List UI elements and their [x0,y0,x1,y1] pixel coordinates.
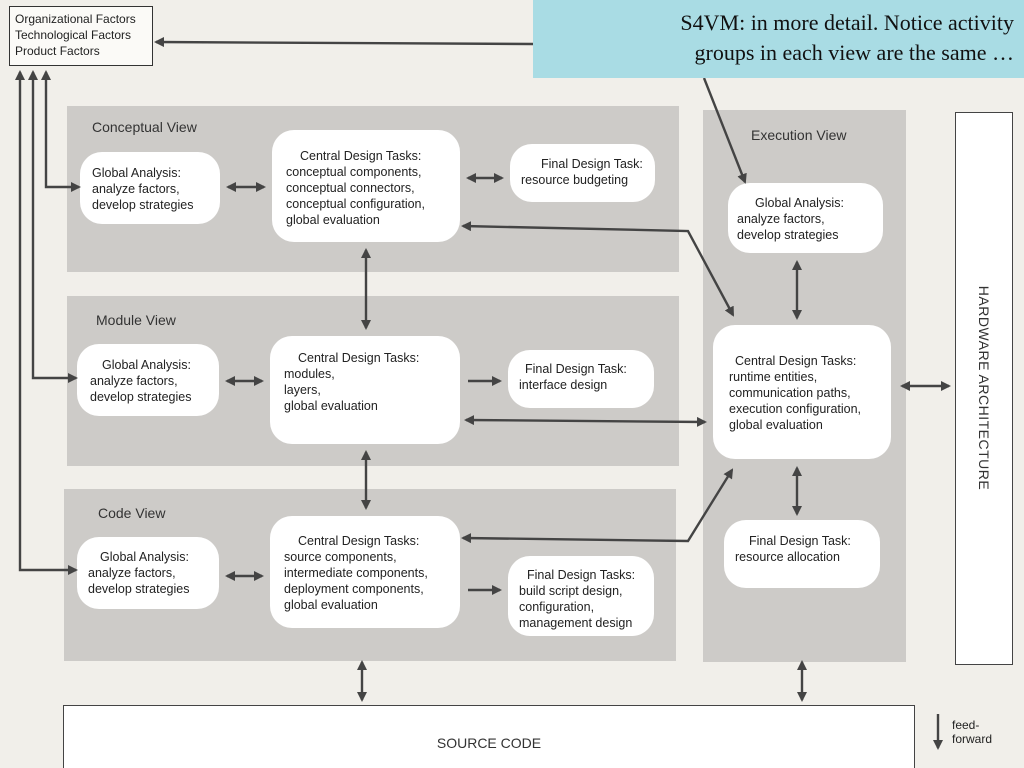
conceptual-view-title: Conceptual View [92,119,197,135]
box-title: Central Design Tasks: [298,351,420,365]
box-title: Global Analysis: [92,166,181,180]
execution-central-design-box: Central Design Tasks: runtime entities, … [713,325,891,459]
hardware-architecture-box [955,112,1013,665]
source-code-box: SOURCE CODE [63,705,915,768]
box-line: conceptual configuration, [286,197,425,211]
box-line: analyze factors, [88,566,176,580]
box-line: analyze factors, [92,182,180,196]
box-line: communication paths, [729,386,851,400]
box-line: develop strategies [90,390,192,404]
box-title: Final Design Task: [749,534,851,548]
execution-final-design-box: Final Design Task: resource allocation [724,520,880,588]
box-line: global evaluation [284,598,378,612]
code-final-design-box: Final Design Tasks: build script design,… [508,556,654,636]
box-line: interface design [519,378,608,392]
box-line: resource allocation [735,550,840,564]
code-global-analysis-box: Global Analysis: analyze factors, develo… [77,537,219,609]
box-title: Central Design Tasks: [298,534,420,548]
callout-line-1: S4VM: in more detail. Notice activity [680,10,1014,35]
factor-item: Technological Factors [15,28,132,42]
box-title: Global Analysis: [755,196,844,210]
legend-line: feed- [952,718,980,732]
execution-global-analysis-box: Global Analysis: analyze factors, develo… [728,183,883,253]
box-line: develop strategies [92,198,194,212]
box-line: develop strategies [737,228,839,242]
execution-view-title: Execution View [751,127,847,143]
box-title: Final Design Tasks: [527,568,636,582]
conceptual-to-execution [461,221,735,317]
factors-to-module [28,70,78,383]
box-line: layers, [284,383,321,397]
box-line: runtime entities, [729,370,818,384]
box-line: resource budgeting [521,173,629,187]
box-line: analyze factors, [737,212,825,226]
box-line: intermediate components, [284,566,428,580]
box-title: Central Design Tasks: [735,354,857,368]
module-global-analysis-box: Global Analysis: analyze factors, develo… [77,344,219,416]
box-line: management design [519,616,633,630]
source-code-label: SOURCE CODE [436,735,542,751]
box-line: modules, [284,367,335,381]
factor-item: Product Factors [15,44,100,58]
factor-item: Organizational Factors [15,12,136,26]
factors-to-code [15,70,78,575]
box-line: develop strategies [88,582,190,596]
box-title: Central Design Tasks: [300,149,422,163]
factors-box: Organizational Factors Technological Fac… [9,6,153,66]
conceptual-global-analysis-box: Global Analysis: analyze factors, develo… [80,152,220,224]
box-title: Final Design Task: [541,157,643,171]
box-line: global evaluation [286,213,380,227]
box-line: conceptual components, [286,165,422,179]
factors-to-conceptual [41,70,81,192]
module-central-design-box: Central Design Tasks: modules, layers, g… [270,336,460,444]
box-line: build script design, [519,584,623,598]
box-line: source components, [284,550,397,564]
arrow-to-factors [154,37,534,48]
conceptual-central-design-box: Central Design Tasks: conceptual compone… [272,130,460,242]
box-title: Final Design Task: [525,362,627,376]
callout-line-2: groups in each view are the same … [694,40,1015,65]
module-view-title: Module View [96,312,176,328]
arrow-callout-to-execution [702,77,747,184]
code-to-execution [461,468,734,544]
code-view-title: Code View [98,505,166,521]
box-line: deployment components, [284,582,424,596]
module-final-design-box: Final Design Task: interface design [508,350,654,408]
code-central-design-box: Central Design Tasks: source components,… [270,516,460,628]
box-title: Global Analysis: [100,550,189,564]
box-line: analyze factors, [90,374,178,388]
box-line: global evaluation [729,418,823,432]
box-line: execution configuration, [729,402,862,416]
callout-note: S4VM: in more detail. Notice activity gr… [533,0,1024,78]
box-line: conceptual connectors, [286,181,415,195]
box-line: configuration, [519,600,595,614]
box-title: Global Analysis: [102,358,191,372]
module-to-execution [464,415,707,427]
legend-feed-forward: feed- forward [952,718,992,746]
conceptual-final-design-box: Final Design Task: resource budgeting [510,144,655,202]
box-line: global evaluation [284,399,378,413]
legend-line: forward [952,732,993,746]
